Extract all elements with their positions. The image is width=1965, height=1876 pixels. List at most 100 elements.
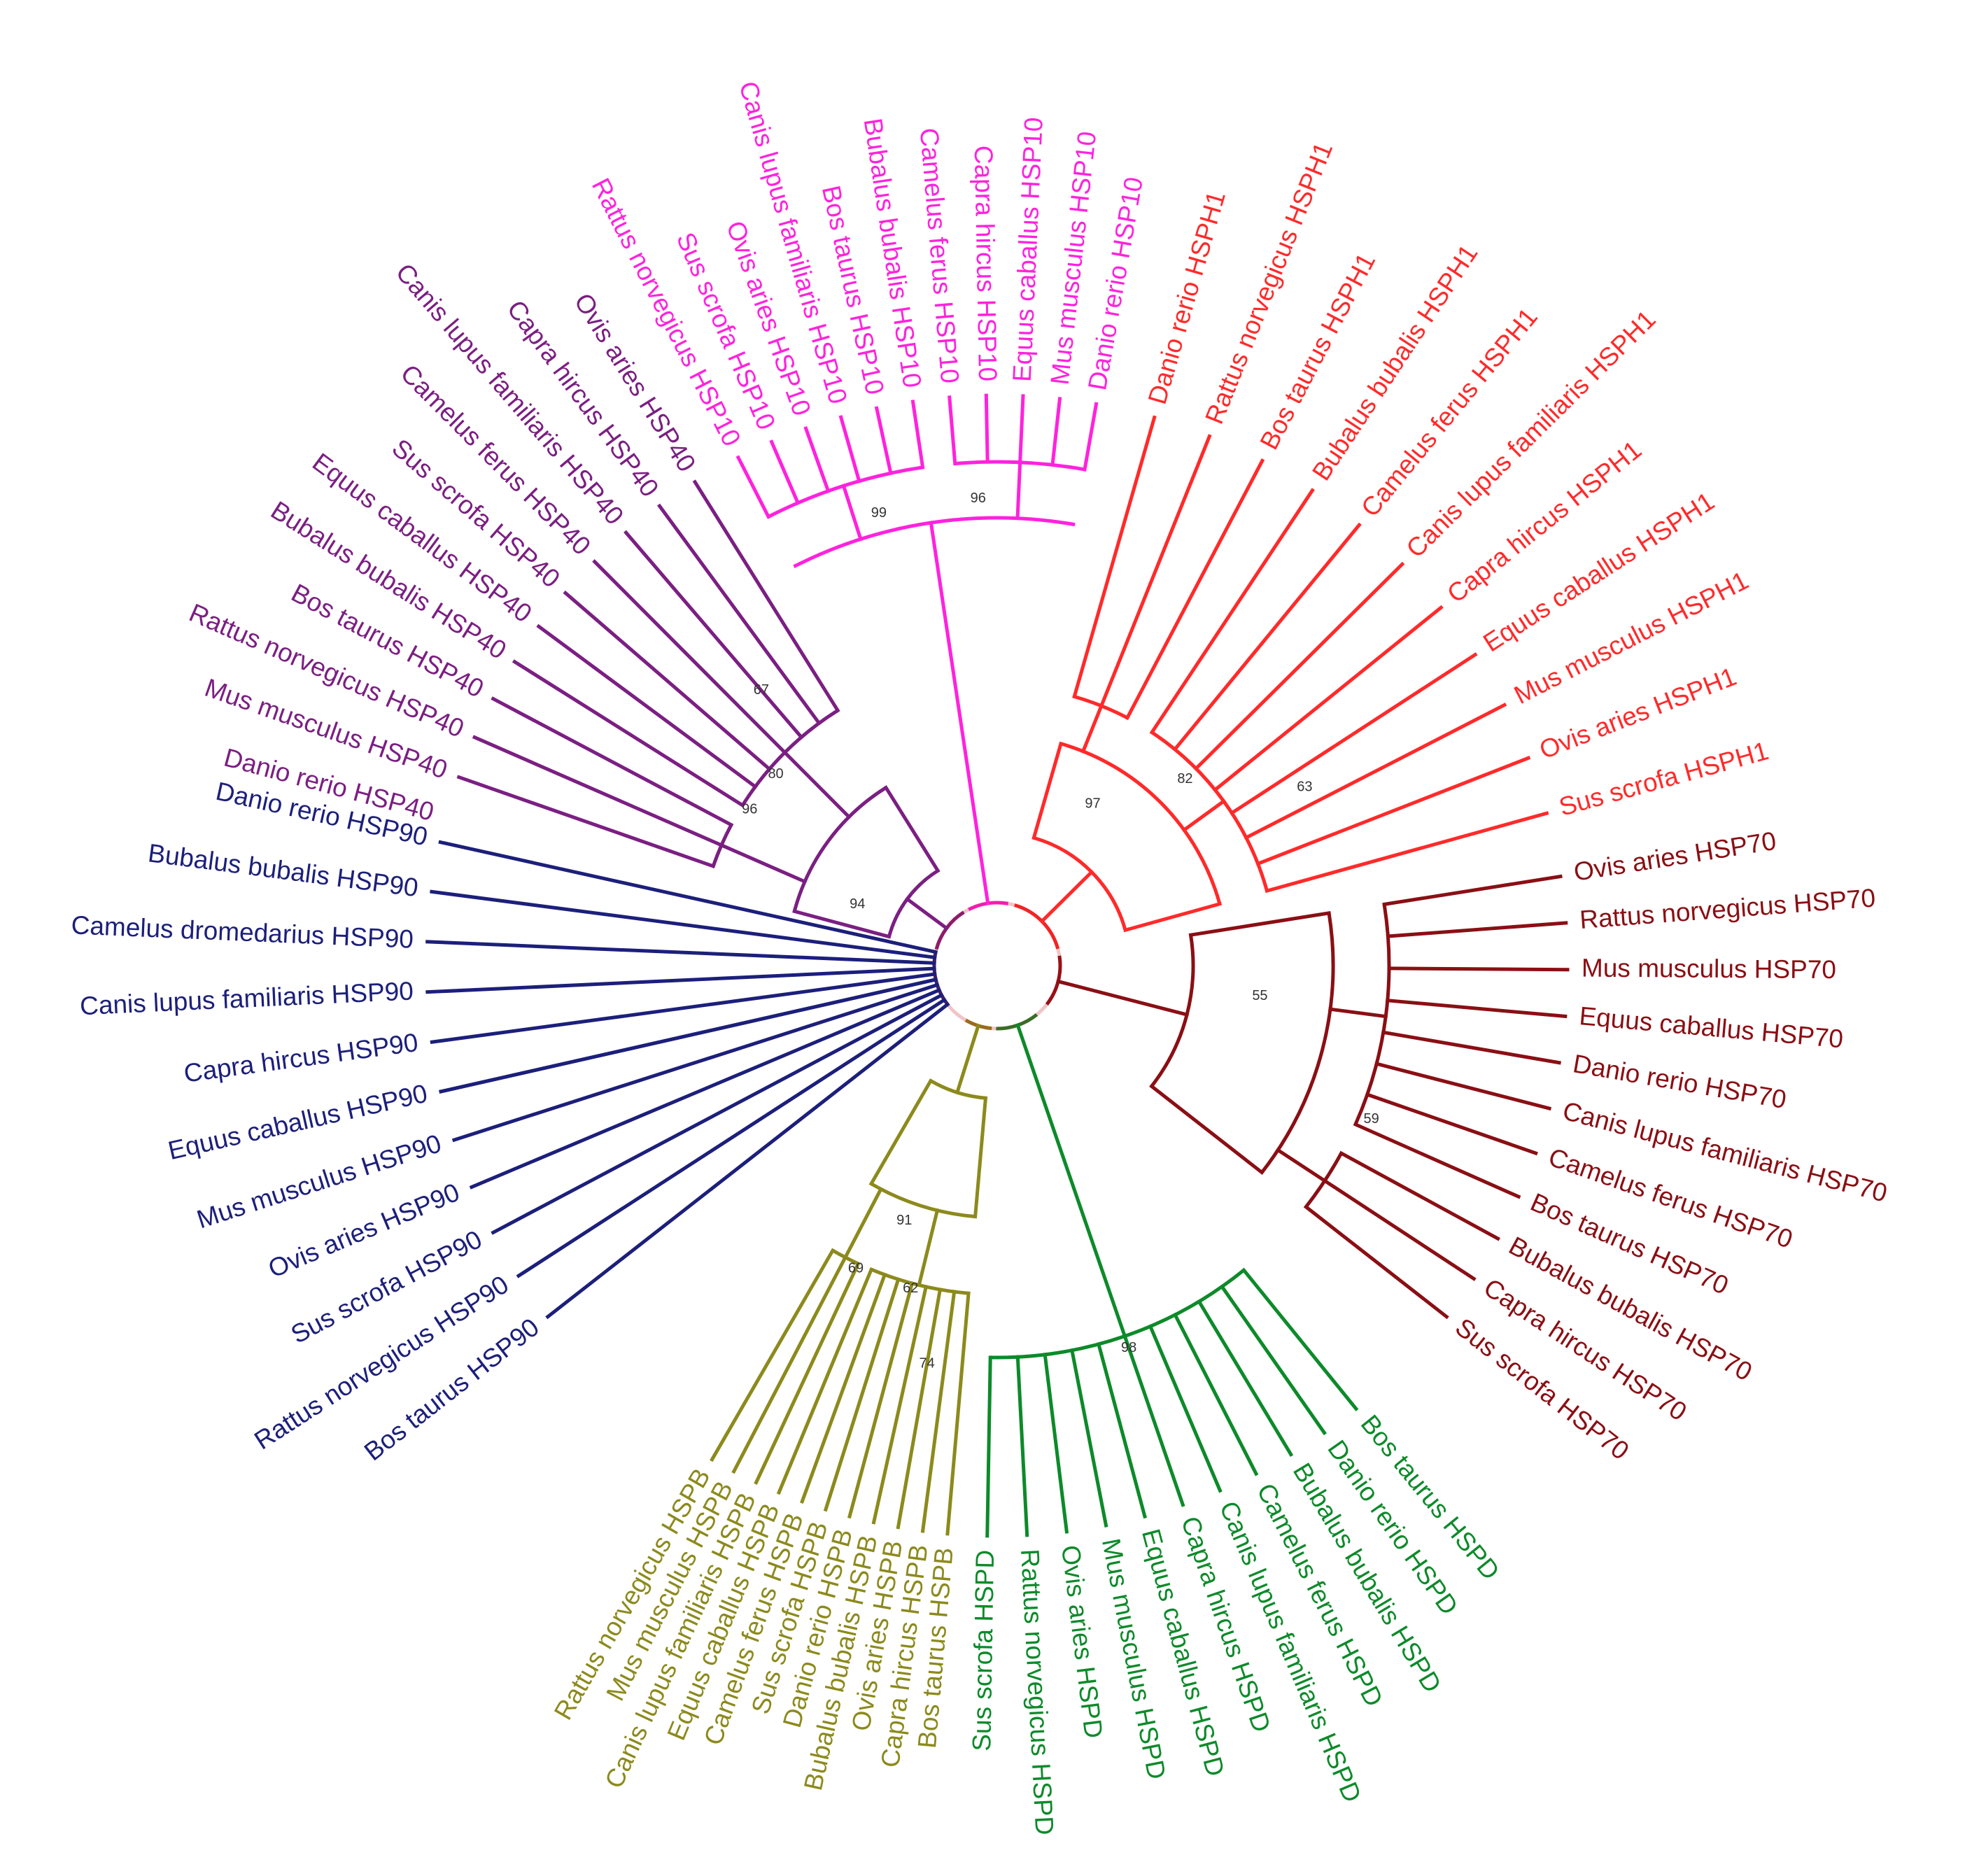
leaf-branch-hspd [1196,1299,1294,1458]
leaf-branch-hspb [776,1267,874,1495]
leaf-branch-hspb [731,1255,848,1474]
leaf-branch-hsp70 [1303,1204,1449,1320]
inner-branch-hspb [973,1096,988,1219]
leaf-branch-hspd [1043,1353,1069,1534]
leaf-branch-hsp90 [430,972,937,1045]
subclade-stem-hspb [843,1186,884,1260]
leaf-branch-hsp70 [1382,874,1563,907]
clade-arc-hsph1 [1033,835,1127,931]
bootstrap-value: 59 [1364,1111,1379,1127]
clade-arc-hsp70 [1150,934,1195,1087]
leaf-branch-hspd [1069,1348,1108,1528]
leaf-branch-hspb [710,1248,836,1462]
subclade-arc-hsph1 [1150,731,1269,891]
taxon-label-hsph1: Bubalus bubalis HSPH1 [1307,239,1483,486]
leaf-branch-hspb [800,1272,887,1504]
leaf-branch-hsp10 [874,406,893,476]
bootstrap-value: 97 [1085,796,1100,812]
leaf-branch-hsph1 [1212,605,1444,793]
clade-arc-hsp40 [887,869,939,938]
taxon-label-hsp70: Equus caballus HSP70 [1578,1001,1845,1053]
leaf-branch-hsp40 [624,530,804,740]
leaf-branch-hsp70 [1365,1092,1538,1156]
stem-hspb [955,1023,981,1095]
leaf-branch-hspb [920,1290,957,1533]
taxon-label-hsp90: Capra hircus HSP90 [182,1028,420,1088]
taxon-label-hspd: Ovis aries HSPD [1056,1544,1108,1740]
leaf-branch-hsp10 [769,439,801,506]
tree-branches [425,393,1570,1538]
taxon-label-hsp10: Camelus ferus HSP10 [915,127,964,384]
leaf-branch-hsph1 [1193,561,1405,771]
taxon-label-hsph1: Sus scrofa HSPH1 [1556,736,1771,821]
leaf-branch-hsp70 [1386,921,1568,938]
leaf-branch-hspb [896,1287,943,1530]
node-arc-hsp10 [793,516,1076,568]
leaf-branch-hspb [823,1277,901,1512]
subclade-stem-hspb [917,1208,940,1288]
node-arc-hsph1 [1060,742,1222,905]
leaf-branch-hsp90 [430,889,937,960]
bootstrap-value: 67 [754,682,769,698]
bootstrap-value: 91 [896,1213,912,1228]
bootstrap-value: 94 [850,896,865,912]
node-arc-hspb [870,1182,976,1219]
bootstrap-value: 55 [1252,988,1267,1003]
leaf-branch-hsph1 [1072,415,1157,699]
leaf-branch-hsp90 [545,1001,950,1320]
leaf-branch-hspd [1219,1284,1327,1436]
leaf-branch-hspd [1172,1312,1259,1476]
leaf-branch-hspb [945,1291,971,1536]
stem-hsp40 [904,896,950,931]
taxon-label-hsp10: Equus caballus HSP10 [1008,117,1048,383]
leaf-branch-hsp70 [1374,1062,1552,1111]
inner-branch-hsp40 [792,909,892,939]
stem-hsp70 [1056,979,1190,1017]
bootstrap-value: 98 [1121,1340,1136,1355]
taxon-label-hsp70: Ovis aries HSP70 [1572,826,1778,887]
inner-branch-hsph1 [1123,901,1223,933]
leaf-branch-hsp70 [1381,1030,1561,1065]
leaf-branch-hspd [1241,1267,1359,1411]
bootstrap-value: 62 [903,1281,918,1296]
inner-branch-hsp70 [1149,1083,1265,1176]
leaf-branch-hsp40 [491,696,734,828]
taxon-label-hsph1: Camelus ferus HSPH1 [1355,302,1543,522]
taxon-label-hsp90: Bos taurus HSP90 [359,1313,544,1467]
leaf-branch-hsp90 [451,982,940,1143]
subclade-stem-hsph1 [1080,703,1104,754]
leaf-branch-hsp40 [512,659,745,808]
subclade-stem-hsph1 [1181,798,1227,833]
node-arc-hsp70 [1260,912,1335,1174]
leaf-branch-hsp10 [984,393,989,464]
leaf-branch-hsph1 [1265,811,1549,894]
leaf-branch-hsp90 [516,997,947,1278]
leaf-branch-hsp10 [838,415,861,484]
leaf-branch-hsph1 [1099,434,1212,708]
bootstrap-value: 80 [768,766,783,782]
subclade-stem-hsp10 [841,484,864,542]
leaf-branch-hsph1 [1255,756,1531,866]
subclade-arc-hsp70 [1353,904,1391,1125]
leaf-branch-hspd [985,1355,992,1538]
inner-branch-hsp70 [1188,911,1331,938]
leaf-branch-hsp40 [456,775,716,869]
stem-hsph1 [1039,869,1094,924]
taxon-label-hsp70: Rattus norvegicus HSP70 [1579,883,1877,934]
leaf-branch-hsp10 [735,455,771,519]
taxon-label-hsp10: Capra hircus HSP10 [969,146,1002,382]
bootstrap-value: 63 [1297,779,1312,794]
bootstrap-value: 82 [1177,771,1192,787]
subclade-arc-hsp10 [767,465,923,519]
leaf-branch-hsp90 [491,992,944,1235]
leaf-branch-hsp10 [1083,402,1099,472]
leaf-branch-hsp10 [803,426,831,493]
bootstrap-value: 74 [920,1356,935,1371]
leaf-branch-hspd [1015,1355,1029,1537]
leaf-branch-hspb [754,1261,861,1485]
leaf-branch-hsp70 [1353,1122,1521,1199]
leaf-branch-hsp70 [1339,1150,1500,1241]
